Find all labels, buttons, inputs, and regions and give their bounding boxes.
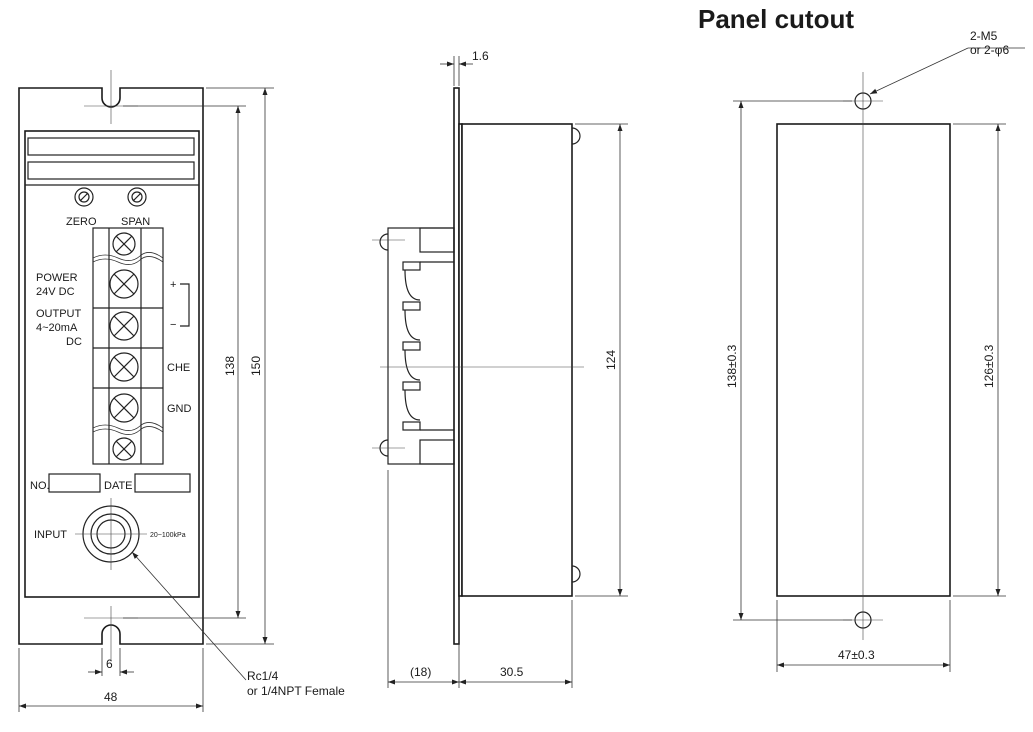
no-label: NO.	[30, 480, 50, 492]
power-label: POWER	[36, 272, 78, 284]
pressure-range-label: 20~100kPa	[150, 532, 186, 539]
input-label: INPUT	[34, 529, 67, 541]
cutout-height-dimension: 126±0.3	[982, 344, 996, 388]
zero-label: ZERO	[66, 216, 97, 228]
side-terminal-block	[379, 227, 455, 465]
minus-sign: −	[170, 319, 176, 331]
output-range-label: 4~20mA	[36, 322, 78, 334]
width-dimension: 48	[104, 690, 118, 704]
output-dc-label: DC	[66, 336, 82, 348]
power-voltage-label: 24V DC	[36, 286, 75, 298]
hole-spec-alt-label: or 2-φ6	[970, 43, 1009, 57]
span-adjust-knob	[127, 187, 147, 207]
mounting-pitch-dimension: 138	[223, 356, 237, 376]
name-plate-top	[27, 137, 195, 156]
housing-depth-dimension: 30.5	[500, 665, 524, 679]
height-dimension: 150	[249, 356, 263, 376]
date-label: DATE	[104, 480, 133, 492]
output-label: OUTPUT	[36, 308, 82, 320]
input-port	[75, 498, 147, 570]
panel-cutout-view: Panel cutout 2-M5 or 2-φ6 47±0.3 138±0.3…	[698, 4, 1025, 672]
no-field	[48, 473, 101, 493]
plate-thickness-dimension: 1.6	[472, 49, 489, 63]
jumper-bracket	[180, 283, 190, 327]
hole-spec-label: 2-M5	[970, 29, 998, 43]
cutout-rectangle	[776, 123, 951, 597]
date-field	[134, 473, 191, 493]
che-label: CHE	[167, 362, 190, 374]
port-spec-alt-label: or 1/4NPT Female	[247, 684, 345, 698]
gnd-label: GND	[167, 403, 192, 415]
terminal-screws	[109, 232, 139, 461]
rear-depth-dimension: (18)	[410, 665, 431, 679]
hole-pitch-dimension: 138±0.3	[725, 344, 739, 388]
housing-height-dimension: 124	[604, 350, 618, 370]
plus-sign: +	[170, 279, 176, 291]
name-plate-bottom	[27, 161, 195, 180]
zero-adjust-knob	[74, 187, 94, 207]
side-housing	[461, 123, 573, 597]
cutout-width-dimension: 47±0.3	[838, 648, 875, 662]
slot-width-dimension: 6	[106, 657, 113, 671]
port-spec-label: Rc1/4	[247, 669, 279, 683]
side-view: 1.6 (18) 30.5 124	[372, 49, 628, 688]
panel-cutout-title: Panel cutout	[698, 4, 854, 34]
span-label: SPAN	[121, 216, 150, 228]
terminal-block	[92, 227, 164, 465]
front-panel	[24, 130, 200, 598]
front-view: ZERO SPAN POWER 24V DC OUTPUT 4~20mA	[18, 70, 345, 712]
